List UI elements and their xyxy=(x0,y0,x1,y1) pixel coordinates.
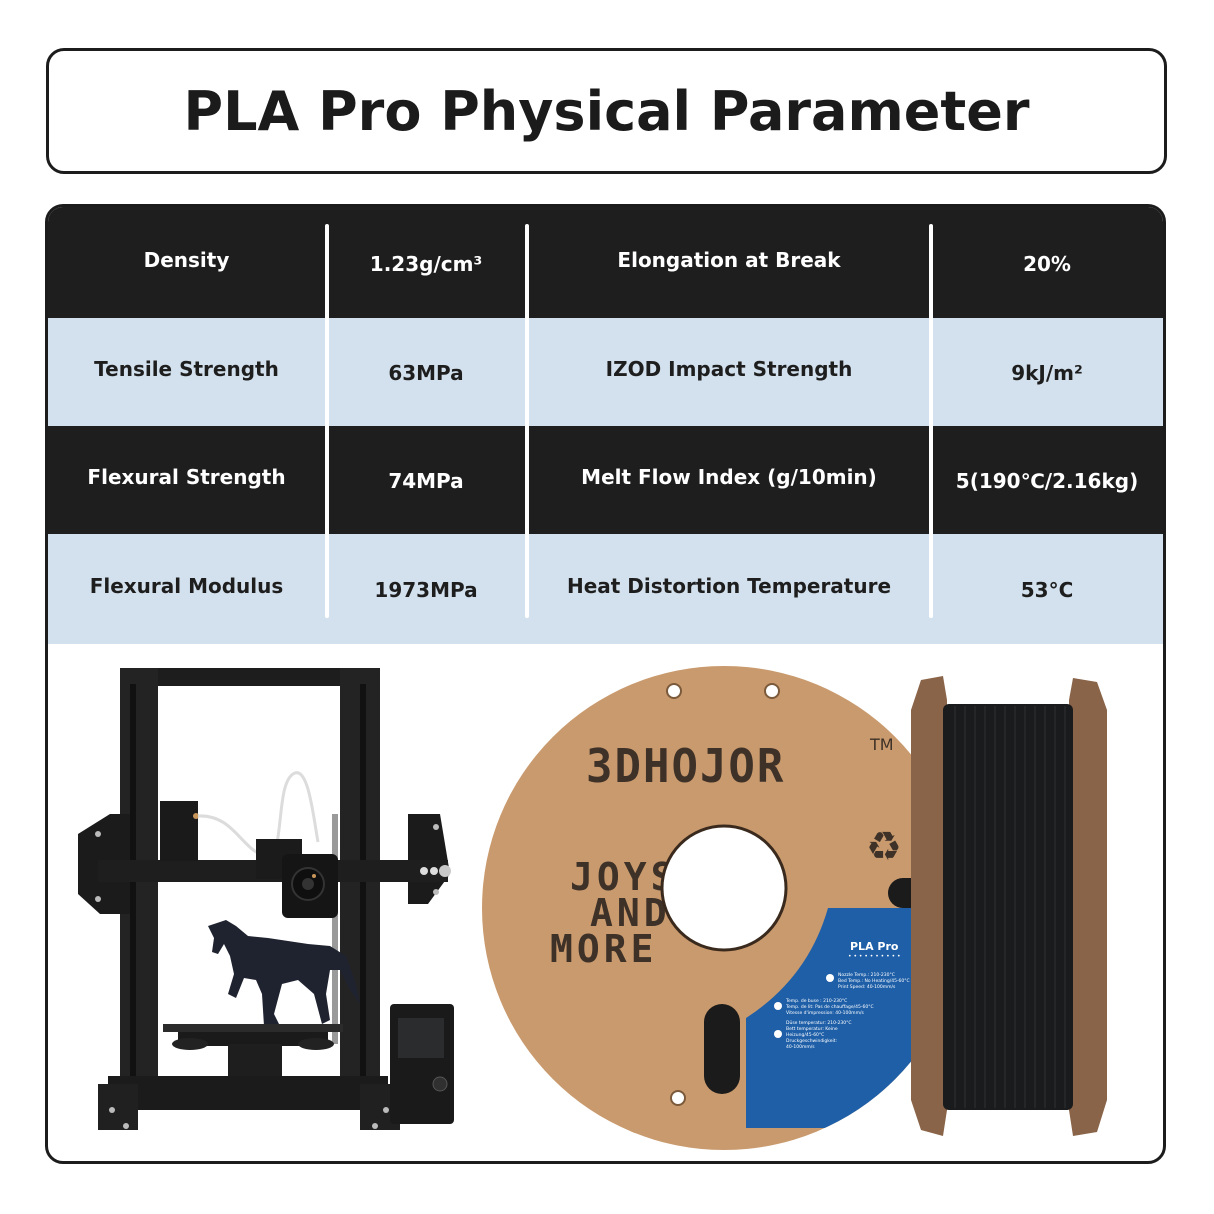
spool-slogan-line-2: AND xyxy=(590,891,671,935)
label-line: Druckgeschwindigkeit: xyxy=(786,1038,837,1044)
label-line: Temp. de buse : 210-230°C xyxy=(785,998,847,1004)
param-label-tensile-strength: Tensile Strength xyxy=(94,357,279,381)
table-row: Flexural Modulus 1973MPa Heat Distortion… xyxy=(48,534,1163,644)
column-divider xyxy=(525,224,529,618)
column-divider xyxy=(325,224,329,618)
3d-printer-icon xyxy=(78,668,454,1130)
filament-spool-side xyxy=(911,676,1107,1136)
label-line: Print Speed: 40-100mm/s xyxy=(838,984,896,990)
label-line: Temp. de lit: Pas de chauffage/45-60°C xyxy=(785,1004,874,1010)
page-title: PLA Pro Physical Parameter xyxy=(183,79,1030,143)
label-line: 40-100mm/s xyxy=(786,1044,815,1050)
param-value-density: 1.23g/cm³ xyxy=(369,251,483,276)
spool-slogan-line-1: JOYS xyxy=(570,855,678,899)
parameter-card: Density 1.23g/cm³ Elongation at Break 20… xyxy=(45,204,1166,1164)
label-dots: • • • • • • • • • • xyxy=(848,953,901,960)
param-label-elongation: Elongation at Break xyxy=(617,247,841,272)
param-value-elongation: 20% xyxy=(1023,251,1071,276)
label-line: Nozzle Temp.: 210-230°C xyxy=(838,972,895,978)
param-value-izod-impact: 9kJ/m² xyxy=(1011,361,1083,385)
param-value-flexural-modulus: 1973MPa xyxy=(374,578,478,602)
param-label-flexural-strength: Flexural Strength xyxy=(87,465,286,489)
label-title: PLA Pro xyxy=(850,940,899,953)
label-line: Düse temperatur: 210-230°C xyxy=(786,1020,852,1026)
param-value-flexural-strength: 74MPa xyxy=(388,469,464,493)
title-box: PLA Pro Physical Parameter xyxy=(46,48,1167,174)
table-row: Density 1.23g/cm³ Elongation at Break 20… xyxy=(48,207,1163,318)
spool-trademark: TM xyxy=(869,735,894,754)
param-label-izod-impact: IZOD Impact Strength xyxy=(605,357,853,381)
param-label-heat-distortion: Heat Distortion Temperature xyxy=(566,574,892,598)
param-value-heat-distortion: 53°C xyxy=(1020,578,1074,602)
param-value-tensile-strength: 63MPa xyxy=(388,361,464,385)
horse-model-icon xyxy=(208,920,360,1026)
recycle-icon: ♻ xyxy=(866,824,902,870)
table-row: Flexural Strength 74MPa Melt Flow Index … xyxy=(48,426,1163,534)
filament-spool-front: 3DHOJOR TM JOYS AND MORE ♻ PLA Pro • • •… xyxy=(482,666,938,1150)
product-images: 3DHOJOR TM JOYS AND MORE ♻ PLA Pro • • •… xyxy=(48,644,1163,1161)
label-line: Bed Temp.: No Heating/45-60°C xyxy=(838,978,910,984)
spool-brand: 3DHOJOR xyxy=(586,739,785,793)
table-row: Tensile Strength 63MPa IZOD Impact Stren… xyxy=(48,318,1163,426)
parameter-table: Density 1.23g/cm³ Elongation at Break 20… xyxy=(48,207,1163,644)
param-label-melt-flow-index: Melt Flow Index (g/10min) xyxy=(581,465,877,489)
label-line: Heizung/45-60°C xyxy=(786,1032,824,1038)
label-line: Vitesse d'impression: 40-100mm/s xyxy=(786,1010,864,1016)
column-divider xyxy=(929,224,933,618)
param-label-density: Density xyxy=(143,247,230,272)
param-label-flexural-modulus: Flexural Modulus xyxy=(89,574,284,598)
spool-slogan-line-3: MORE xyxy=(550,927,658,971)
param-value-melt-flow-index: 5(190℃/2.16kg) xyxy=(955,469,1139,493)
label-line: Bett temperatur: Keine xyxy=(786,1026,838,1032)
